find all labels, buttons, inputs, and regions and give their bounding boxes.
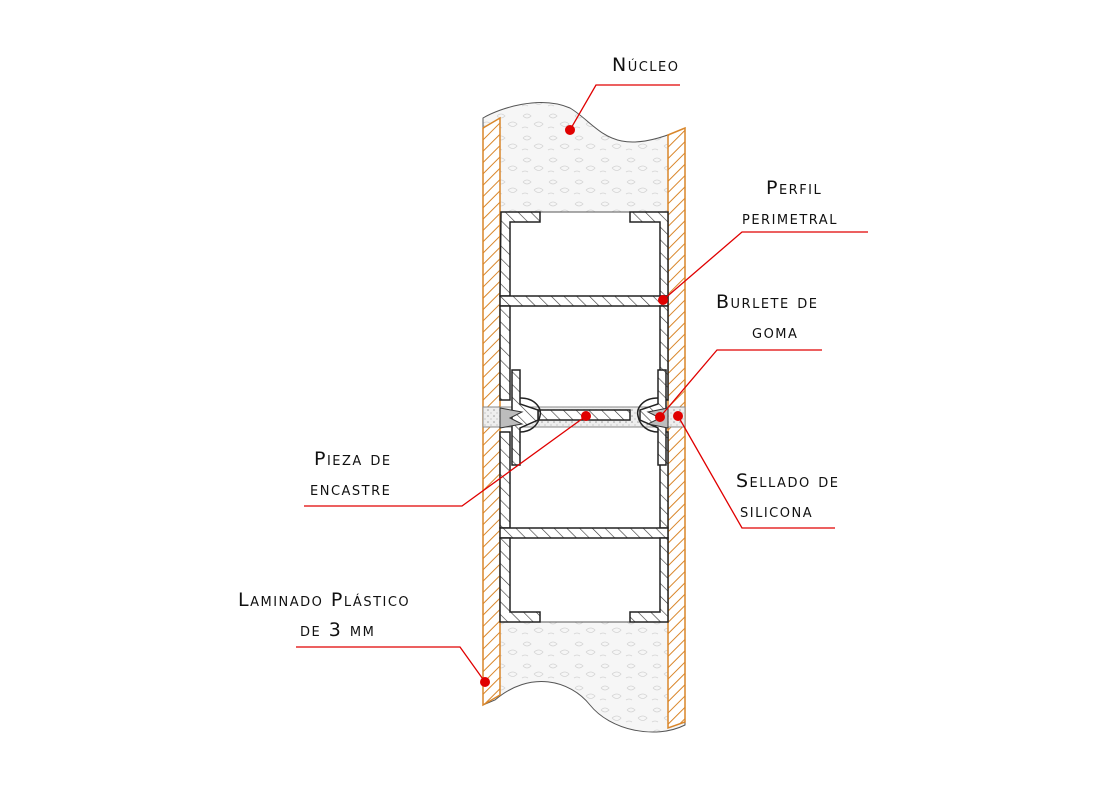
leader-burlete (659, 349, 822, 418)
perimeter-profile-upper (499, 211, 669, 401)
label-perfil-text-2: perimetral (742, 207, 838, 229)
laminate-right (667, 126, 686, 730)
label-nucleo: Núcleo (612, 56, 680, 75)
label-pieza-text-2: encastre (310, 478, 392, 500)
label-burlete-text-2: goma (752, 321, 799, 343)
core-top (482, 102, 686, 213)
leader-perfil (662, 231, 868, 301)
leader-nucleo (569, 84, 680, 131)
label-perfil-line2: perimetral (742, 209, 838, 228)
dot-perfil (658, 295, 668, 305)
label-laminado-line1: Laminado Plástico (238, 591, 410, 610)
label-sellado-text-2: silicona (740, 500, 814, 522)
label-sellado-line1: Sellado de (736, 472, 839, 491)
dot-burlete (655, 412, 665, 422)
label-laminado-text-1: Laminado Plástico (238, 589, 411, 611)
core-bottom (482, 621, 686, 733)
label-sellado-text-1: Sellado de (736, 470, 840, 492)
dot-nucleo (565, 125, 575, 135)
leader-pieza (304, 415, 587, 507)
dot-sellado (673, 411, 683, 421)
callout-dots (480, 125, 683, 687)
label-burlete-line1: Burlete de (716, 293, 818, 312)
leader-laminado (296, 646, 486, 683)
label-perfil-line1: Perfil (766, 179, 822, 198)
label-laminado-text-2: de 3 mm (300, 619, 376, 641)
dot-laminado (480, 677, 490, 687)
label-perfil-text-1: Perfil (766, 177, 823, 199)
label-nucleo-text: Núcleo (612, 54, 680, 76)
leader-lines (296, 84, 868, 683)
label-sellado-line2: silicona (740, 502, 813, 521)
dot-pieza (581, 411, 591, 421)
label-laminado-line2: de 3 mm (300, 621, 375, 640)
leader-sellado (677, 415, 835, 529)
label-pieza-text-1: Pieza de (314, 448, 392, 470)
label-burlete-text-1: Burlete de (716, 291, 819, 313)
label-pieza-line1: Pieza de (314, 450, 392, 469)
label-burlete-line2: goma (752, 323, 798, 342)
label-pieza-line2: encastre (310, 480, 391, 499)
